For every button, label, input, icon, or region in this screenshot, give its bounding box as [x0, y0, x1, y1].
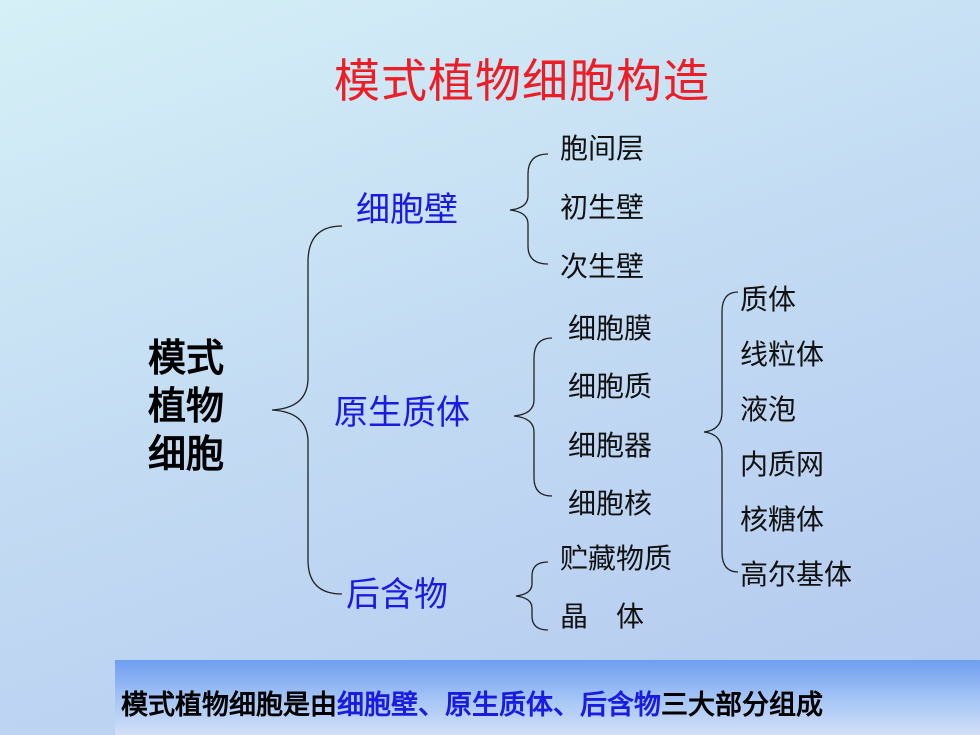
- root-line-3: 细胞: [148, 432, 225, 476]
- branch-ergastic: 后含物: [346, 575, 448, 615]
- root-brace: [271, 225, 343, 595]
- ergastic-item: 贮藏物质: [560, 542, 673, 575]
- summary-prefix: 模式植物细胞是由: [121, 690, 337, 721]
- summary-bar: 模式植物细胞是由细胞壁、原生质体、后含物三大部分组成: [115, 660, 980, 735]
- root-line-1: 模式: [148, 336, 225, 380]
- protoplast-item: 细胞核: [568, 487, 653, 520]
- organelle-item: 高尔基体: [740, 558, 853, 591]
- root-label: 模式 植物 细胞: [148, 334, 224, 478]
- cell-wall-item: 胞间层: [560, 132, 645, 165]
- ergastic-brace: [515, 561, 549, 631]
- organelle-item: 液泡: [740, 393, 797, 426]
- root-line-2: 植物: [148, 384, 225, 428]
- organelle-item: 核糖体: [740, 503, 825, 536]
- summary-part-ergastic: 后含物: [580, 690, 661, 721]
- protoplast-item: 细胞器: [568, 429, 653, 462]
- ergastic-item: 晶 体: [560, 600, 645, 633]
- organelle-item: 线粒体: [740, 338, 825, 371]
- organelle-brace: [703, 291, 739, 573]
- protoplast-item: 细胞膜: [568, 312, 653, 345]
- summary-part-cell-wall: 细胞壁: [337, 690, 418, 721]
- summary-part-protoplast: 原生质体: [445, 690, 553, 721]
- protoplast-item: 细胞质: [568, 370, 653, 403]
- organelle-item: 内质网: [740, 448, 825, 481]
- summary-text: 模式植物细胞是由细胞壁、原生质体、后含物三大部分组成: [121, 683, 823, 722]
- cell-wall-brace: [509, 153, 549, 265]
- slide-title: 模式植物细胞构造: [334, 54, 710, 108]
- cell-wall-item: 次生壁: [560, 250, 645, 283]
- summary-suffix: 三大部分组成: [661, 690, 823, 721]
- organelle-item: 质体: [740, 283, 797, 316]
- summary-separator: 、: [553, 690, 580, 721]
- branch-protoplast: 原生质体: [334, 393, 470, 433]
- cell-wall-item: 初生壁: [560, 191, 645, 224]
- protoplast-brace: [513, 337, 553, 497]
- branch-cell-wall: 细胞壁: [356, 190, 458, 230]
- summary-separator: 、: [418, 690, 445, 721]
